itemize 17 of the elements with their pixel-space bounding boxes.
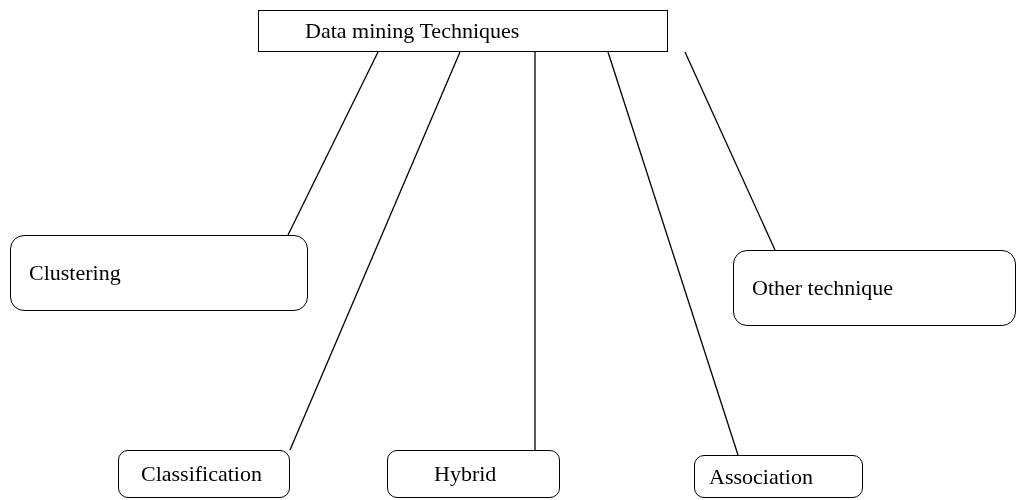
technique-box — [733, 250, 1016, 326]
connector-line — [287, 51, 379, 236]
connector-line — [289, 51, 461, 451]
technique-box — [118, 450, 290, 498]
connector-line — [607, 51, 739, 456]
technique-box — [10, 235, 308, 311]
node-label: Classification — [141, 461, 262, 487]
node-label: Data mining Techniques — [305, 18, 520, 44]
node-label: Other technique — [752, 275, 894, 301]
technique-box — [387, 450, 560, 498]
node-label: Association — [709, 463, 813, 490]
node-label: Clustering — [29, 260, 121, 286]
connector-line — [684, 51, 776, 251]
root-box — [258, 10, 668, 52]
connector-line — [534, 51, 536, 451]
technique-box — [694, 455, 863, 498]
node-label: Hybrid — [434, 461, 497, 487]
